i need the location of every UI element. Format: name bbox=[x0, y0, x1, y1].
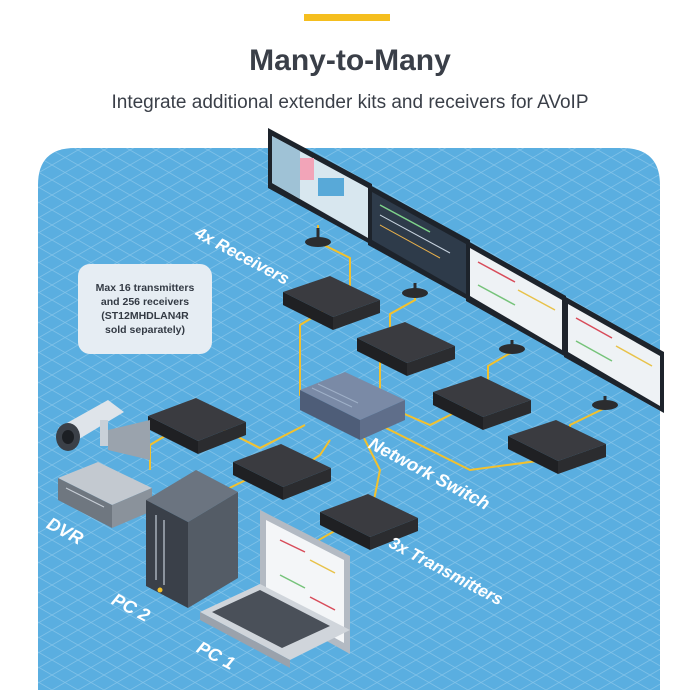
note-line-3: (ST12MHDLAN4R bbox=[101, 310, 189, 322]
pc-tower-icon bbox=[146, 470, 238, 608]
monitor-4 bbox=[564, 296, 664, 413]
monitor-3 bbox=[466, 240, 566, 357]
note-line-4: sold separately) bbox=[105, 324, 185, 336]
security-camera-icon bbox=[56, 400, 150, 460]
monitor-1 bbox=[268, 128, 372, 247]
laptop-icon bbox=[200, 510, 350, 668]
monitor-2 bbox=[368, 184, 470, 301]
transmitter-box-2 bbox=[233, 444, 331, 500]
network-switch-icon bbox=[300, 372, 405, 440]
note-line-1: Max 16 transmitters bbox=[95, 282, 195, 294]
page-title: Many-to-Many bbox=[249, 44, 451, 77]
note-line-2: and 256 receivers bbox=[100, 296, 190, 308]
accent-bar bbox=[304, 14, 390, 21]
transmitter-box-3 bbox=[320, 494, 418, 550]
transmitter-box-1 bbox=[148, 398, 246, 454]
receiver-box-3 bbox=[433, 376, 531, 430]
page-subtitle: Integrate additional extender kits and r… bbox=[111, 92, 589, 113]
receiver-box-2 bbox=[357, 322, 455, 376]
capacity-note: Max 16 transmitters and 256 receivers (S… bbox=[78, 264, 212, 354]
receiver-box-1 bbox=[283, 276, 380, 330]
receiver-box-4 bbox=[508, 420, 606, 474]
dvr-icon bbox=[58, 462, 152, 528]
